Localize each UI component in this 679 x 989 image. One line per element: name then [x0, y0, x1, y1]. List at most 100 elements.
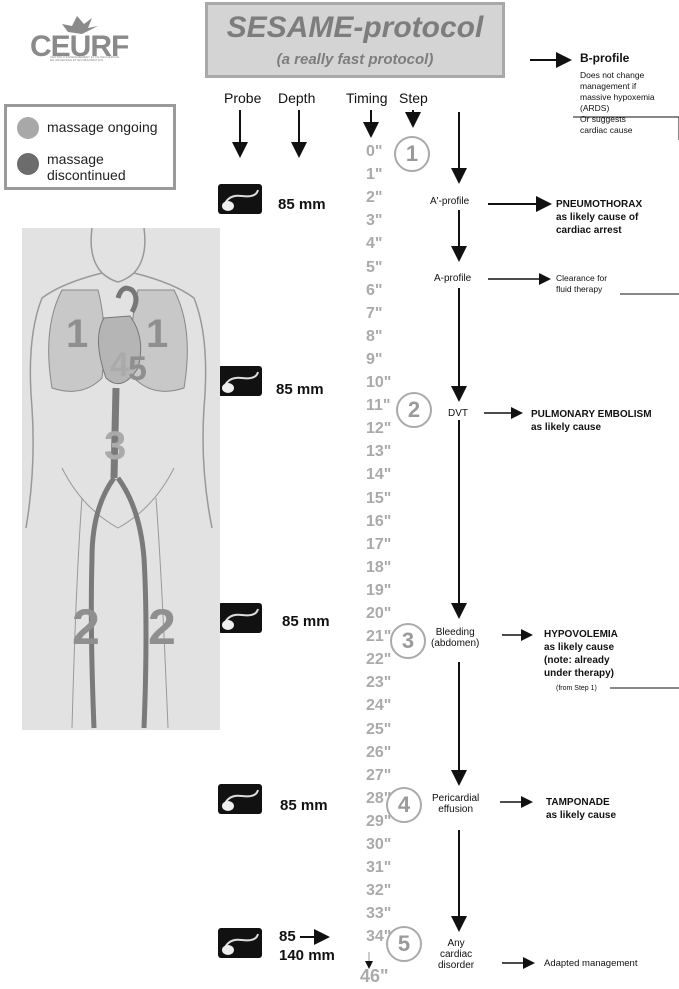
timing-value: 13" — [366, 443, 392, 461]
label-heart-4: 4 — [110, 346, 129, 384]
timing-value: 27" — [366, 766, 392, 784]
step-5-circle: 5 — [386, 926, 422, 962]
result-line: fluid therapy — [556, 284, 603, 294]
col-probe: Probe — [224, 90, 262, 106]
timing-value: 15" — [366, 489, 392, 507]
result-line: as likely cause — [546, 810, 617, 821]
any-line: cardiac — [439, 949, 473, 960]
timing-value: 25" — [366, 720, 392, 738]
b-profile-title: B-profile — [580, 51, 630, 65]
result-line: Clearance for — [556, 273, 608, 283]
result-line: TAMPONADE — [546, 797, 610, 808]
result-line: PULMONARY EMBOLISM — [531, 409, 652, 420]
anatomy-icon — [25, 227, 213, 729]
timing-value: 19" — [366, 581, 392, 599]
pneumothorax-result: PNEUMOTHORAX as likely cause of cardiac … — [556, 198, 642, 237]
depth-step-5b: 140 mm — [279, 947, 335, 964]
pericardial-line: Pericardial — [432, 793, 480, 804]
hypovolemia-result: HYPOVOLEMIA as likely cause (note: alrea… — [544, 628, 618, 680]
timing-value: 6" — [366, 281, 383, 299]
result-line: HYPOVOLEMIA — [544, 629, 618, 640]
timing-value: 18" — [366, 558, 392, 576]
label-cava: 3 — [104, 424, 127, 468]
timing-value: 34" — [366, 928, 392, 946]
timing-value: 24" — [366, 697, 392, 715]
timing-value: 9" — [366, 350, 383, 368]
probe-icon — [218, 603, 262, 633]
result-line: (note: already — [544, 655, 610, 666]
bleeding-profile: Bleeding (abdomen) — [431, 627, 479, 649]
b-profile-line: cardiac cause — [580, 125, 633, 135]
timing-value: 29" — [366, 812, 392, 830]
page-title: SESAME-protocol — [226, 11, 484, 44]
result-line: as likely cause of — [556, 212, 639, 223]
timing-value: 26" — [366, 743, 392, 761]
step-3-circle: 3 — [390, 623, 426, 659]
timing-value: 7" — [366, 304, 383, 322]
timing-value: 16" — [366, 512, 392, 530]
depth-step-3: 85 mm — [282, 613, 330, 630]
b-profile-line: Does not change — [580, 70, 645, 80]
result-line: as likely cause — [544, 642, 615, 653]
depth-step-1: 85 mm — [278, 196, 326, 213]
pericardial-line: effusion — [438, 804, 474, 815]
a-profile: A-profile — [434, 273, 472, 284]
bleeding-line: (abdomen) — [431, 638, 480, 649]
tamponade-result: TAMPONADE as likely cause — [546, 796, 616, 822]
probe-icon — [218, 784, 262, 814]
clearance-result: Clearance for fluid therapy — [556, 273, 607, 295]
logo-text: CEURF — [30, 30, 129, 63]
dvt-profile: DVT — [448, 408, 468, 419]
legend-dot-ongoing — [17, 117, 39, 139]
a-prime-profile: A'-profile — [430, 196, 470, 207]
probe-icon — [218, 366, 262, 396]
timing-value: 30" — [366, 836, 392, 853]
step-2-circle: 2 — [396, 392, 432, 428]
timing-value: 2" — [366, 189, 383, 207]
body-illustration: 1 1 4 5 3 2 2 — [22, 227, 220, 730]
bleeding-line: Bleeding — [435, 627, 475, 638]
depth-step-4: 85 mm — [280, 797, 328, 814]
b-profile-line: massive hypoxemia — [580, 92, 655, 102]
result-line: under therapy) — [544, 668, 615, 679]
step-4-circle: 4 — [386, 787, 422, 823]
timing-value: 17" — [366, 535, 392, 553]
timing-value: 33" — [366, 905, 392, 923]
timing-value: 32" — [366, 882, 392, 900]
timing-value: 23" — [366, 674, 392, 692]
timing-value: 1" — [366, 166, 383, 184]
timing-value: 20" — [366, 605, 392, 622]
probe-icon — [218, 928, 262, 958]
embolism-result: PULMONARY EMBOLISM as likely cause — [531, 408, 652, 434]
any-disorder-profile: Any cardiac disorder — [438, 938, 474, 971]
col-timing: Timing — [346, 90, 388, 106]
step-1-circle: 1 — [394, 136, 430, 172]
timing-value: 14" — [366, 466, 392, 484]
col-depth: Depth — [278, 90, 316, 106]
legend: massage ongoing massage discontinued — [4, 104, 176, 190]
label-lung-right: 1 — [146, 312, 169, 356]
b-profile-line: management if — [580, 81, 637, 91]
timing-value: 5" — [366, 258, 383, 276]
probe-icon — [218, 184, 262, 214]
logo-bird-icon — [62, 16, 98, 34]
result-line: cardiac arrest — [556, 225, 622, 236]
result-line: as likely cause — [531, 422, 602, 433]
timing-value: 3" — [366, 212, 383, 230]
any-line: Any — [447, 938, 465, 949]
logo-subtext: CENTRE D'ENSEIGNEMENT ET DE RECHERCHE EN… — [50, 55, 120, 62]
timing-value: 4" — [366, 235, 383, 253]
depth-step-5a: 85 — [279, 928, 296, 945]
title-box: SESAME-protocol (a really fast protocol) — [205, 2, 505, 78]
label-heart-5: 5 — [128, 350, 147, 388]
timing-value: 10" — [366, 374, 392, 391]
label-leg-right: 2 — [148, 599, 176, 655]
ceurf-logo: CEURF CENTRE D'ENSEIGNEMENT ET DE RECHER… — [22, 12, 132, 72]
b-profile-text: Does not change management if massive hy… — [580, 70, 678, 136]
label-leg-left: 2 — [72, 599, 100, 655]
col-step: Step — [399, 90, 428, 106]
legend-label-ongoing: massage ongoing — [47, 119, 158, 135]
legend-label-discontinued: massage discontinued — [47, 151, 126, 183]
timing-value: 11" — [366, 397, 391, 415]
